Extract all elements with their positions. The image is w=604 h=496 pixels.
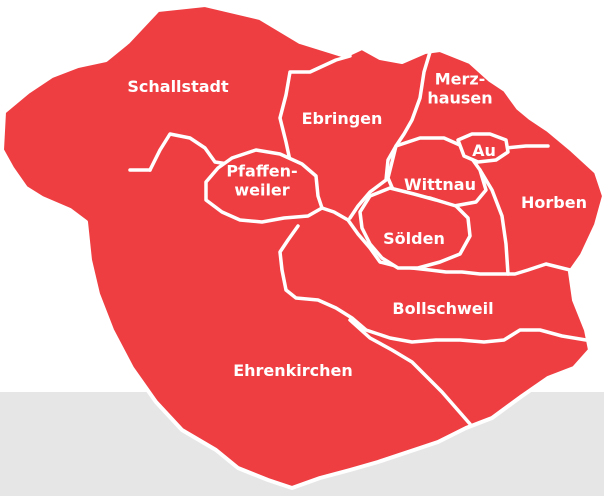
label-merzhausen: Merz-hausen [427,70,492,108]
label-wittnau-line: Wittnau [404,175,476,194]
label-bollschweil-line: Bollschweil [392,299,493,318]
label-pfaffenweiler-line: Pfaffen- [226,162,297,181]
label-au-line: Au [472,141,496,160]
label-ebringen-line: Ebringen [302,109,383,128]
border-bollschweil-north [278,224,588,344]
label-horben-line: Horben [521,193,587,212]
label-merzhausen-line: Merz- [435,70,486,89]
label-schallstadt: Schallstadt [127,77,229,96]
border-ehrenkirchen-bollschweil [348,318,472,426]
label-ebringen: Ebringen [302,109,383,128]
label-ehrenkirchen: Ehrenkirchen [233,361,353,380]
border-au-horben [504,144,550,150]
label-pfaffenweiler: Pfaffen-weiler [226,162,297,200]
label-ehrenkirchen-line: Ehrenkirchen [233,361,353,380]
label-schallstadt-line: Schallstadt [127,77,229,96]
label-soelden-line: Sölden [383,229,445,248]
label-wittnau: Wittnau [404,175,476,194]
soelden-area[interactable] [358,186,472,270]
border-schallstadt-south [148,132,230,172]
region-outline [0,3,604,490]
pfaffenweiler-area[interactable] [204,148,324,224]
border-pfaffenweiler-soelden [320,206,572,276]
label-soelden: Sölden [383,229,445,248]
border-ebringen-merzhausen [394,50,432,148]
label-bollschweil: Bollschweil [392,299,493,318]
border-wittnau-horben [478,168,510,276]
au-area[interactable] [456,132,510,164]
label-au: Au [472,141,496,160]
label-merzhausen-line: hausen [427,89,492,108]
border-ebringen-east [348,144,398,220]
label-pfaffenweiler-line: weiler [234,181,289,200]
label-horben: Horben [521,193,587,212]
